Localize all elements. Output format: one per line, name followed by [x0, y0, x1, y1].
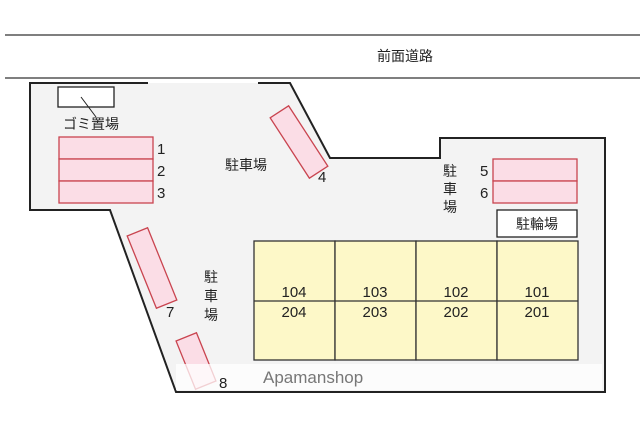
slot-number: 5	[480, 163, 488, 180]
unit-number: 203	[362, 304, 387, 321]
parking-label-char: 場	[204, 308, 218, 324]
parking-label-char: 駐	[443, 164, 457, 180]
parking-label: 駐車場	[225, 157, 267, 174]
parking-label-char: 車	[204, 288, 218, 305]
unit-number: 104	[281, 284, 306, 301]
slot-number: 3	[157, 185, 165, 202]
parking-slot-7	[126, 226, 178, 310]
garbage-label: ゴミ置場	[63, 116, 119, 133]
unit-number: 102	[443, 284, 468, 301]
garbage-box	[57, 86, 115, 108]
slot-number: 4	[318, 169, 326, 186]
parking-slot-2	[58, 158, 154, 182]
slot-number: 7	[166, 304, 174, 321]
unit-number: 202	[443, 304, 468, 321]
garbage-leader-line	[80, 96, 97, 118]
watermark-band	[176, 364, 602, 390]
parking-slot-4	[269, 104, 329, 180]
watermark: Apamanshop	[263, 368, 363, 387]
parking-label-char: 場	[443, 200, 457, 216]
slot-number: 6	[480, 185, 488, 202]
parking-slot-1	[58, 136, 154, 160]
unit-number: 204	[281, 304, 306, 321]
road-label: 前面道路	[377, 48, 433, 65]
slot-number: 1	[157, 141, 165, 158]
parking-slot-3	[58, 180, 154, 204]
parking-label-char: 車	[443, 181, 457, 198]
bicycle-parking-box	[496, 209, 578, 238]
parking-label-char: 駐	[204, 270, 218, 286]
unit-number: 201	[524, 304, 549, 321]
unit-number: 103	[362, 284, 387, 301]
parking-slot-5	[492, 158, 578, 182]
parking-slot-6	[492, 180, 578, 204]
slot-number: 2	[157, 163, 165, 180]
slot-number: 8	[219, 375, 227, 392]
site-boundary	[29, 82, 606, 393]
building: 104 204 103 203 102 202 101 201	[253, 240, 579, 361]
unit-number: 101	[524, 284, 549, 301]
bicycle-parking-label: 駐輪場	[516, 216, 558, 233]
